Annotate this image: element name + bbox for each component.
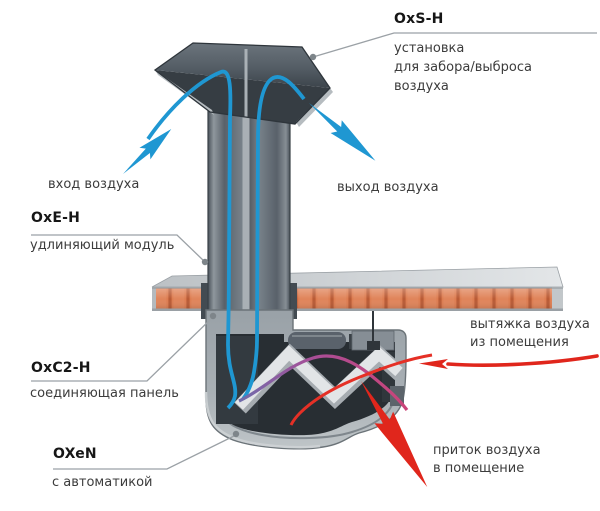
label-air-in: вход воздуха <box>48 177 140 192</box>
connecting-panel <box>201 283 297 319</box>
label-roof-unit-title: OxS-H <box>394 11 444 27</box>
label-panel-desc: соединяющая панель <box>30 386 179 401</box>
label-panel-title: OxC2-H <box>31 360 91 376</box>
flow-lines <box>123 69 599 488</box>
label-main-unit-desc: с автоматикой <box>52 475 153 490</box>
leader-extension <box>31 234 206 263</box>
label-main-unit-title: OXeN <box>53 446 97 462</box>
label-supply: приток воздуха в помещение <box>433 443 541 476</box>
heat-exchanger <box>234 343 406 414</box>
label-extract: вытяжка воздуха из помещения <box>470 317 590 350</box>
intake-flow-line <box>146 69 238 410</box>
roof-cap <box>153 42 333 127</box>
unit-cavity <box>216 334 395 436</box>
leader-roof-unit <box>312 32 597 58</box>
extract-arrow <box>419 354 599 369</box>
supply-arrow <box>361 381 428 488</box>
intake-arrow <box>123 128 172 174</box>
leader-panel <box>31 316 214 382</box>
label-air-out: выход воздуха <box>337 180 439 195</box>
duct-divider <box>242 116 250 340</box>
extension-duct <box>207 108 291 346</box>
recovered-flow-line <box>238 354 409 411</box>
leader-main-unit <box>53 434 237 470</box>
fan-drum <box>288 332 346 349</box>
exhaust-flow-line <box>241 75 306 401</box>
label-extension-desc: удлиняющий модуль <box>30 238 175 253</box>
recuperator-unit <box>204 309 407 450</box>
exhaust-arrow <box>309 103 376 161</box>
label-roof-unit-desc: установка для забора/выброса воздуха <box>394 41 532 94</box>
leader-lines <box>31 32 597 470</box>
extract-flow-line <box>289 353 433 426</box>
label-extension-title: OxE-H <box>31 210 81 226</box>
